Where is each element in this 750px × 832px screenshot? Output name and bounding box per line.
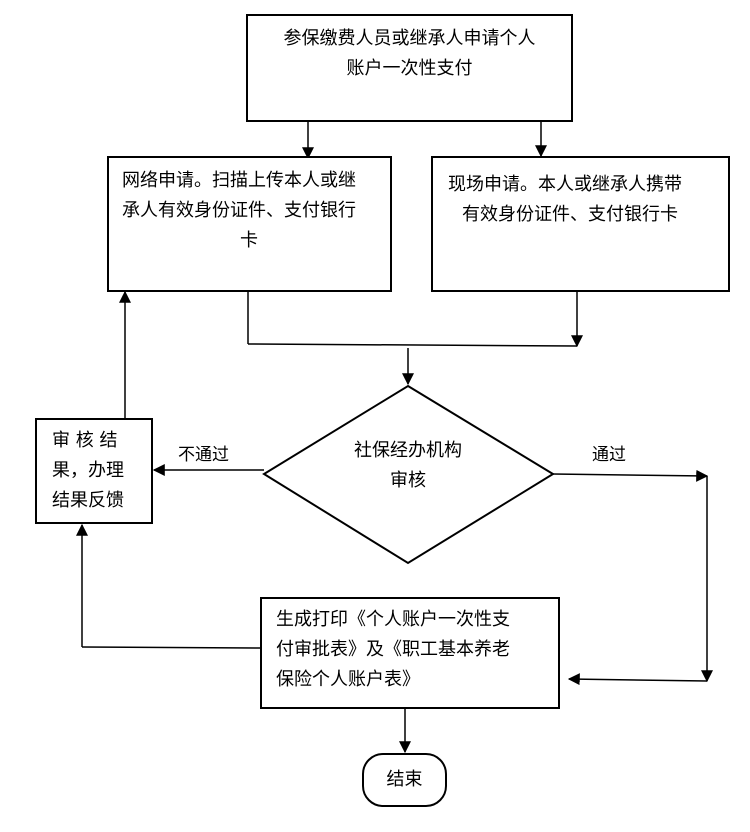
onsite-apply-line1: 现场申请。本人或继承人携带: [448, 174, 682, 195]
online-apply-line2: 承人有效身份证件、支付银行: [122, 200, 356, 221]
print-line2: 付审批表》及《职工基本养老: [276, 639, 510, 660]
review-diamond: [262, 384, 555, 565]
print-left-line: [81, 646, 261, 649]
feedback-box: [35, 418, 153, 524]
online-apply-line1: 网络申请。扫描上传本人或继: [122, 170, 356, 191]
reject-label: 不通过: [178, 445, 229, 465]
end-label: 结束: [386, 769, 423, 790]
merge-line: [247, 343, 578, 347]
feedback-line1: 审 核 结: [52, 430, 118, 451]
print-line3: 保险个人账户表》: [276, 669, 420, 690]
feedback-line3: 结果反馈: [52, 490, 124, 511]
arrow-pass-to-print: [567, 673, 708, 686]
onsite-apply-line2: 有效身份证件、支付银行卡: [462, 204, 678, 225]
apply-box-line1: 参保缴费人员或继承人申请个人: [283, 28, 536, 49]
online-apply-box: [107, 156, 392, 292]
pass-label: 通过: [592, 445, 626, 465]
apply-box: [246, 14, 573, 122]
feedback-line2: 果，办理: [52, 460, 124, 481]
apply-box-line2: 账户一次性支付: [346, 58, 473, 79]
pass-line: [552, 469, 709, 482]
onsite-apply-box: [431, 156, 730, 292]
review-line1: 社保经办机构: [354, 440, 462, 461]
print-line1: 生成打印《个人账户一次性支: [276, 609, 510, 630]
online-apply-line3: 卡: [240, 230, 258, 251]
end-node-shape: [362, 753, 447, 807]
review-line2: 审核: [390, 470, 426, 491]
print-box: [260, 597, 560, 709]
